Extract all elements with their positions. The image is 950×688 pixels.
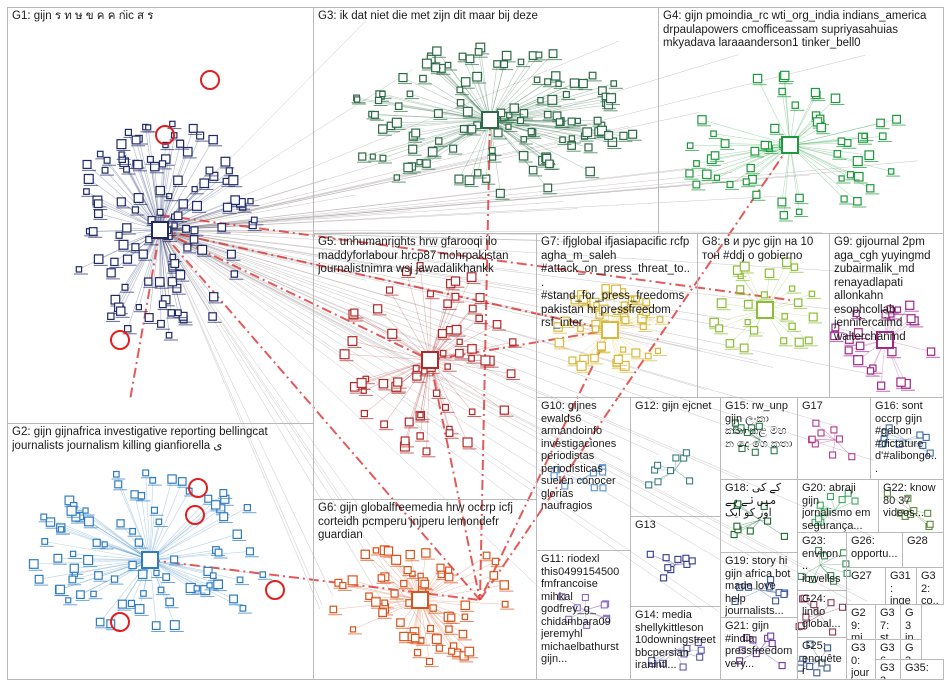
group-panel-g4: G4: gijn pmoindia_rc wti_org_india india… — [658, 7, 944, 234]
group-label-g36: G36 — [880, 642, 896, 660]
group-label-g10: G10: gijnes ewalds6 armandoinfo investig… — [541, 400, 626, 513]
group-panel-g24: G24: lindo global... — [797, 590, 847, 638]
group-panel-g8: G8: в и рус gijn на 10 тон #ddj o gobier… — [697, 233, 830, 398]
group-label-g13: G13 — [635, 519, 716, 532]
group-panel-g13: G13 — [630, 516, 721, 607]
group-label-g24: G24: lindo global... — [802, 593, 842, 631]
group-panel-g12: G12: gijn ejcnet — [630, 397, 721, 517]
group-panel-g23: G23: environ... ibwellss... accordi... — [797, 532, 847, 591]
group-label-g32: G32: co... — [921, 570, 939, 605]
group-panel-g14: G14: media shellykittleson 10downingstre… — [630, 606, 721, 680]
group-panel-g32: G32: co... — [916, 567, 944, 605]
group-panel-g25: G25: enquêter method... — [797, 637, 847, 680]
group-panel-g20: G20: abraji gijn jornalismo em segurança… — [797, 479, 879, 533]
group-panel-g3: G3: ik dat niet die met zijn dit maar bi… — [313, 7, 659, 234]
group-panel-g22: G22: know 80 37 videos... — [878, 479, 944, 533]
group-panel-g19: G19: story hi gijn africa bot made love … — [720, 552, 798, 618]
group-panel-g26: G26: opportu... — [846, 532, 903, 568]
group-panel-g18: G18: کے کی میں نے ہے اور کو ایک — [720, 479, 798, 553]
group-label-g23: G23: environ... ibwellss... accordi... — [802, 535, 842, 591]
group-label-g21: G21: gijn #india pressfreedom very... — [725, 620, 793, 670]
group-panel-g6: G6: gijn globalfreemedia hrw occrp icfj … — [313, 499, 537, 680]
group-label-g14: G14: media shellykittleson 10downingstre… — [635, 609, 716, 672]
group-panel-g9: G9: gijournal 2pm aga_cgh yuyingmd zubai… — [829, 233, 944, 398]
group-label-g22: G22: know 80 37 videos... — [883, 482, 939, 520]
group-label-g12: G12: gijn ejcnet — [635, 400, 716, 413]
group-label-g1: G1: gijn ร ท ษ ข ค ค ก่ic ส ร — [12, 10, 309, 24]
group-panel-g31: G31: inge... — [885, 567, 917, 605]
group-panel-g1: G1: gijn ร ท ษ ข ค ค ก่ic ส ร — [7, 7, 314, 424]
group-panel-g7: G7: ifjglobal ifjasiapacific rcfp agha_m… — [536, 233, 698, 398]
group-panel-g15: G15: rw_unp gijn ලංකා කතා කළ මහ න දෙ ගෙ … — [720, 397, 798, 480]
group-label-g7: G7: ifjglobal ifjasiapacific rcfp agha_m… — [541, 236, 693, 331]
group-panel-g28: G28 — [902, 532, 944, 568]
group-label-g27: G27 — [851, 570, 881, 583]
group-panel-g29: G29: mi... — [846, 604, 876, 640]
group-label-g6: G6: gijn globalfreemedia hrw occrp icfj … — [318, 502, 532, 543]
group-label-g25: G25: enquêter method... — [802, 640, 842, 680]
group-panel-g21: G21: gijn #india pressfreedom very... — [720, 617, 798, 680]
group-label-g34: G34 — [905, 642, 917, 660]
group-label-g17: G17 — [802, 400, 866, 413]
group-label-g19: G19: story hi gijn africa bot made love … — [725, 555, 793, 618]
group-label-g31: G31: inge... — [890, 570, 912, 605]
group-panel-g33: G33 — [875, 659, 901, 680]
group-label-g35: G35: ... — [905, 662, 939, 680]
group-panel-g5: G5: unhumanrights hrw gfarooqi ilo maddy… — [313, 233, 537, 500]
group-panel-g17: G17 — [797, 397, 871, 480]
group-panel-g36: G36 — [875, 639, 901, 660]
group-label-g38: G3 inv... — [905, 607, 917, 640]
group-panel-g11: G11: riodexl this0499154500 fmfrancoise … — [536, 550, 631, 680]
group-label-g9: G9: gijournal 2pm aga_cgh yuyingmd zubai… — [834, 236, 939, 344]
group-label-g26: G26: opportu... — [851, 535, 898, 560]
group-label-g2: G2: gijn gijnafrica investigative report… — [12, 426, 309, 453]
group-panel-g35: G35: ... — [900, 659, 944, 680]
group-label-g15: G15: rw_unp gijn ලංකා කතා කළ මහ න දෙ ගෙ … — [725, 400, 793, 450]
group-label-g33: G33 — [880, 662, 896, 680]
group-label-g30: G30: jour... — [851, 642, 871, 680]
group-panel-g27: G27 — [846, 567, 886, 605]
group-label-g20: G20: abraji gijn jornalismo em segurança… — [802, 482, 874, 532]
group-panel-g37: G37: st... — [875, 604, 901, 640]
group-panel-g10: G10: gijnes ewalds6 armandoinfo investig… — [536, 397, 631, 551]
group-label-g5: G5: unhumanrights hrw gfarooqi ilo maddy… — [318, 236, 532, 277]
group-label-g8: G8: в и рус gijn на 10 тон #ddj o gobier… — [702, 236, 825, 263]
group-label-g4: G4: gijn pmoindia_rc wti_org_india india… — [663, 10, 939, 51]
group-label-g16: G16: sont occrp gijn #gabon #dictature d… — [875, 400, 939, 475]
group-panel-g2: G2: gijn gijnafrica investigative report… — [7, 423, 314, 680]
group-label-g18: G18: کے کی میں نے ہے اور کو ایک — [725, 482, 793, 520]
group-label-g3: G3: ik dat niet die met zijn dit maar bi… — [318, 10, 654, 24]
group-panel-g16: G16: sont occrp gijn #gabon #dictature d… — [870, 397, 944, 480]
group-panel-g30: G30: jour... — [846, 639, 876, 680]
group-label-g37: G37: st... — [880, 607, 896, 640]
group-label-g29: G29: mi... — [851, 607, 871, 640]
group-panel-g38: G3 inv... — [900, 604, 922, 640]
group-label-g11: G11: riodexl this0499154500 fmfrancoise … — [541, 553, 626, 666]
group-panel-g34: G34 — [900, 639, 922, 660]
group-label-g28: G28 — [907, 535, 939, 548]
